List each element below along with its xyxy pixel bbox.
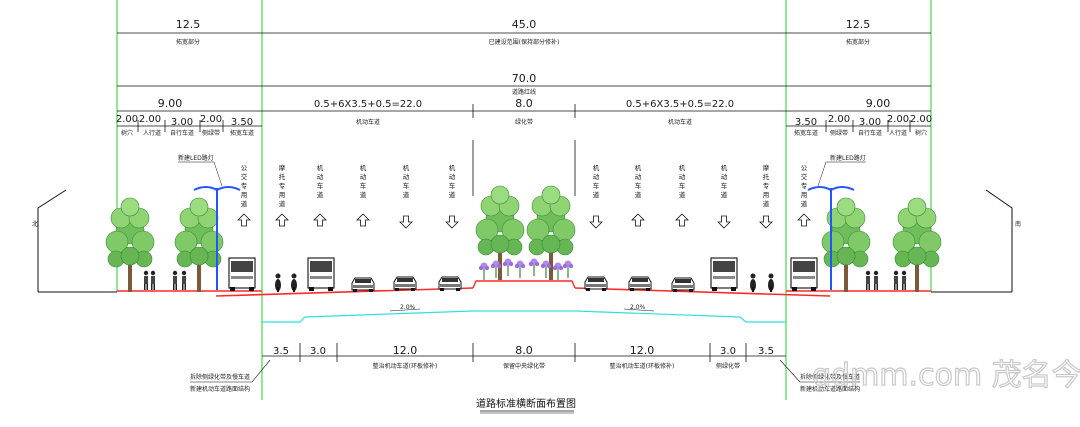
right-sub-2: 2.00 bbox=[828, 114, 850, 125]
right-sub-3: 3.00 bbox=[859, 117, 881, 128]
v-label-lane-r2: 机动车道 bbox=[635, 163, 642, 199]
left-lane-label-1: 树穴 bbox=[121, 129, 133, 137]
built-value: 45.0 bbox=[512, 18, 537, 31]
left-lane-label-4: 侧绿带 bbox=[202, 129, 220, 137]
slope-right: 2.0% bbox=[630, 304, 646, 311]
left-sub-4: 2.00 bbox=[200, 114, 222, 125]
left-sub-2: 2.00 bbox=[139, 114, 161, 125]
buildings bbox=[37, 189, 1013, 292]
left-note-1: 拆除侧绿化带及慢车道 bbox=[190, 373, 250, 381]
bottom-dim-2: 3.0 bbox=[310, 346, 326, 357]
v-label-lane-l3: 机动车道 bbox=[403, 163, 410, 199]
total-width-label: 道路红线 bbox=[512, 88, 536, 96]
left-lane-label-5: 拓宽车道 bbox=[230, 129, 254, 137]
bottom-dim-6-label: 侧绿化带 bbox=[716, 362, 740, 370]
right-carriageway-value: 0.5+6X3.5+0.5=22.0 bbox=[626, 99, 734, 110]
left-extension-value: 12.5 bbox=[176, 18, 201, 31]
v-label-moto-left: 摩托专用道 bbox=[279, 163, 286, 208]
left-sub-5: 3.50 bbox=[231, 117, 253, 128]
left-sub-3: 3.00 bbox=[171, 117, 193, 128]
left-note-2: 新建机动车道路面结构 bbox=[190, 385, 250, 393]
right-lane-label-5: 树穴 bbox=[915, 129, 927, 137]
total-width-value: 70.0 bbox=[512, 72, 537, 85]
v-label-lane-r3: 机动车道 bbox=[679, 163, 686, 199]
right-lane-label-3: 自行车道 bbox=[858, 129, 882, 137]
v-label-lane-r4: 机动车道 bbox=[721, 163, 728, 199]
right-note-1: 拆除侧绿化带及慢车道 bbox=[800, 373, 860, 381]
v-label-moto-right: 摩托专用道 bbox=[763, 163, 770, 208]
v-label-bus-left: 公交专用道 bbox=[241, 164, 248, 208]
bottom-dim-6: 3.0 bbox=[720, 346, 736, 357]
south-label: 南 bbox=[1015, 220, 1021, 228]
v-label-bus-right: 公交专用道 bbox=[801, 164, 808, 208]
dimension-lines bbox=[117, 32, 931, 196]
bottom-dim-4: 8.0 bbox=[515, 344, 533, 357]
right-sub-4: 2.00 bbox=[887, 114, 909, 125]
bottom-dim-5-label: 整治机动车道(环板修补) bbox=[610, 362, 675, 370]
direction-arrows bbox=[237, 213, 811, 229]
street-lamps bbox=[193, 186, 855, 290]
north-label: 北 bbox=[32, 220, 38, 228]
right-sub-1: 3.50 bbox=[795, 117, 817, 128]
right-lane-label-2: 侧绿带 bbox=[830, 129, 848, 137]
v-label-lane-r1: 机动车道 bbox=[593, 163, 600, 199]
guide-lines bbox=[116, 0, 932, 400]
left-carriageway-label: 机动车道 bbox=[356, 118, 380, 126]
bottom-dim-4-label: 保留中央绿化带 bbox=[503, 362, 545, 370]
right-sub-5: 2.00 bbox=[910, 114, 932, 125]
bottom-dimension-line bbox=[262, 343, 786, 362]
median-label: 绿化带 bbox=[515, 118, 533, 126]
right-side-width: 9.00 bbox=[866, 97, 891, 110]
bottom-dim-7: 3.5 bbox=[758, 346, 774, 357]
ground bbox=[38, 280, 1012, 297]
median-flowers bbox=[478, 258, 574, 280]
slope-left: 2.0% bbox=[400, 304, 416, 311]
right-extension-value: 12.5 bbox=[846, 18, 871, 31]
bottom-dim-3: 12.0 bbox=[393, 344, 418, 357]
v-label-lane-l1: 机动车道 bbox=[317, 163, 324, 199]
left-lane-label-2: 人行道 bbox=[143, 129, 161, 137]
right-carriageway-label: 机动车道 bbox=[668, 118, 692, 126]
bottom-dim-1: 3.5 bbox=[273, 346, 289, 357]
watermark: gdmm.com 茂名今日聚焦 bbox=[812, 358, 1080, 393]
built-label: 已建设范围(保持部分修补) bbox=[489, 38, 560, 46]
left-carriageway-value: 0.5+6X3.5+0.5=22.0 bbox=[314, 99, 422, 110]
bottom-dim-3-label: 整治机动车道(环板修补) bbox=[373, 362, 438, 370]
left-lane-label-3: 自行车道 bbox=[170, 129, 194, 137]
left-lamp-label: 新建LED路灯 bbox=[178, 154, 214, 162]
right-note-2: 新建机动车道路面结构 bbox=[800, 385, 860, 393]
pavement-base bbox=[262, 310, 786, 323]
left-extension-label: 拓宽部分 bbox=[176, 38, 200, 46]
right-lane-label-4: 人行道 bbox=[889, 129, 907, 137]
drawing-title: 道路标准横断面布置图 bbox=[476, 397, 576, 410]
bottom-dim-5: 12.0 bbox=[630, 344, 655, 357]
v-label-lane-l4: 机动车道 bbox=[449, 163, 456, 199]
left-side-width: 9.00 bbox=[158, 97, 183, 110]
vertical-lane-labels-left: 公交专用道 摩托专用道 机动车道 机动车道 机动车道 机动车道 bbox=[241, 163, 456, 208]
right-lamp-label: 新建LED路灯 bbox=[830, 154, 866, 162]
motorcycles bbox=[275, 273, 774, 292]
median-value: 8.0 bbox=[515, 97, 533, 110]
v-label-lane-l2: 机动车道 bbox=[360, 163, 367, 199]
left-sub-1: 2.00 bbox=[116, 114, 138, 125]
leader-lines bbox=[190, 359, 860, 383]
right-lane-label-1: 拓宽车道 bbox=[794, 129, 818, 137]
vertical-lane-labels-right: 机动车道 机动车道 机动车道 机动车道 摩托专用道 公交专用道 bbox=[593, 163, 808, 208]
right-extension-label: 拓宽部分 bbox=[846, 38, 870, 46]
